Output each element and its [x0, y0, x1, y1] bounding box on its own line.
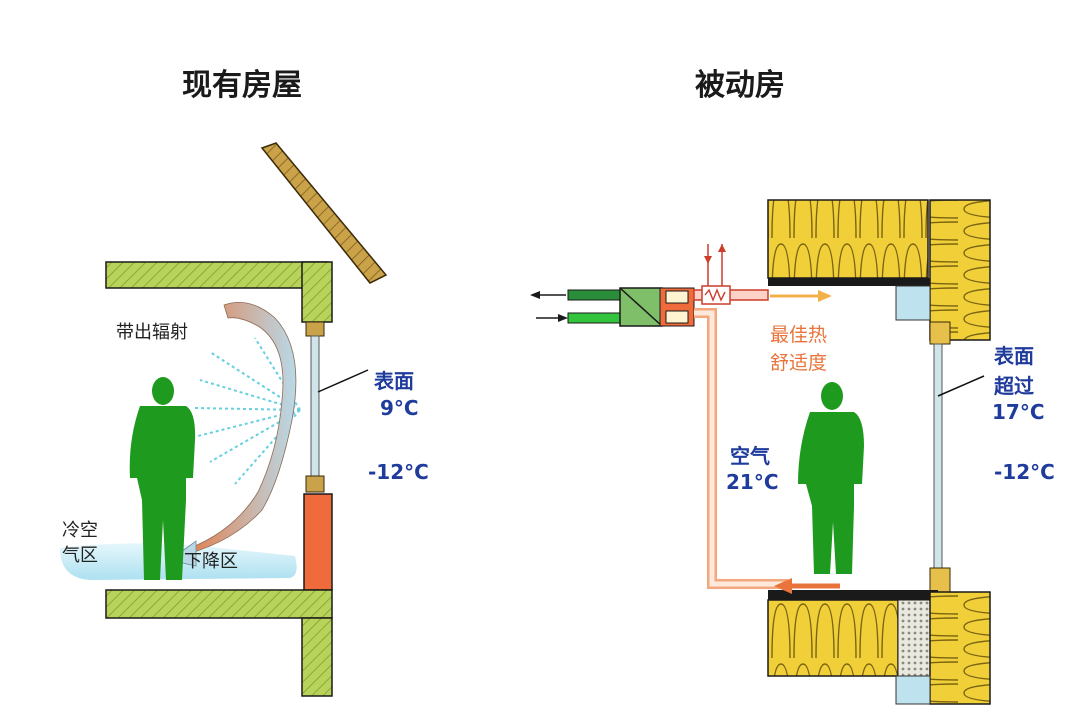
passive-window-bottom-frame: [929, 567, 951, 593]
cold-zone-line1: 冷空: [62, 520, 98, 541]
ceiling-beam: [301, 261, 333, 323]
right-outside-temp: -12°C: [994, 460, 1055, 484]
downdraft-label: 下降区: [184, 551, 238, 572]
ventilation-unit: [530, 244, 788, 589]
passive-window-top-frame: [929, 321, 951, 345]
surface-leader-right: [937, 375, 985, 397]
upper-insulation-wall: [929, 199, 991, 341]
roof-rafter: [260, 142, 388, 284]
intake-duct: [567, 312, 623, 324]
comfort-line1: 最佳热: [770, 324, 828, 346]
person-left: [129, 377, 196, 580]
floor-slab: [105, 589, 333, 619]
fan-upper: [665, 290, 689, 304]
lower-insulation-slab: [767, 599, 899, 677]
right-surface-line2: 超过: [994, 374, 1034, 398]
supply-duct: [693, 289, 769, 301]
lower-dotted-fill: [897, 599, 931, 677]
person-right: [798, 382, 864, 574]
lower-insulation-wall: [929, 591, 991, 705]
passive-house-section: [530, 199, 991, 705]
lower-window-frame: [305, 475, 325, 493]
existing-house-title: 现有房屋: [182, 68, 302, 103]
upper-window-frame: [305, 321, 325, 337]
exhaust-duct: [567, 289, 623, 301]
brick-parapet: [303, 493, 333, 591]
lower-sill-glass: [895, 675, 931, 705]
right-surface-temp: 17°C: [992, 400, 1045, 424]
heater-coil: [701, 285, 731, 305]
radiation-label: 带出辐射: [116, 322, 188, 343]
passive-window-glass: [933, 343, 943, 569]
left-surface-temp: 9°C: [380, 396, 419, 420]
air-label: 空气: [730, 444, 770, 468]
upper-slab-underside: [768, 278, 930, 286]
surface-leader-left: [317, 369, 369, 393]
comfort-line2: 舒适度: [770, 352, 828, 374]
right-surface-line1: 表面: [994, 344, 1034, 368]
upper-lintel-glass: [895, 285, 931, 321]
floor-edge-beam: [301, 617, 333, 697]
left-surface-label: 表面: [374, 369, 414, 393]
ceiling-slab: [105, 261, 329, 289]
left-outside-temp: -12°C: [368, 460, 429, 484]
cold-zone-line2: 气区: [62, 545, 98, 566]
existing-window-glass: [310, 335, 320, 477]
fan-lower: [665, 310, 689, 324]
passive-house-title: 被动房: [695, 68, 785, 103]
air-temp: 21°C: [726, 470, 779, 494]
upper-insulation-slab: [767, 199, 929, 279]
existing-house-section: [60, 142, 388, 697]
lower-slab-top: [768, 590, 938, 600]
